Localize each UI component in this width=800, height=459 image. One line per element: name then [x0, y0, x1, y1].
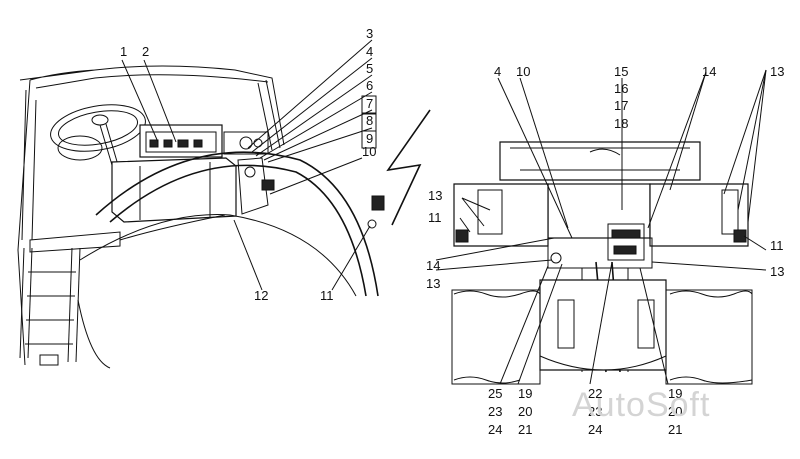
left-leader-lines — [121, 39, 373, 291]
callout-r-16: 16 — [614, 81, 628, 96]
callout-4: 4 — [366, 44, 373, 59]
callout-r-10: 10 — [516, 64, 530, 79]
callout-r-23b: 23 — [588, 404, 602, 419]
view-direction-arrow — [386, 109, 431, 226]
callout-r-23: 23 — [488, 404, 502, 419]
front-axle — [539, 279, 667, 371]
callout-1: 1 — [120, 44, 127, 59]
callout-r-20b: 20 — [668, 404, 682, 419]
cab-ladder — [19, 247, 81, 366]
callout-r-17: 17 — [614, 98, 628, 113]
cab-roof-inner — [35, 74, 269, 89]
callout-r-14-top: 14 — [702, 64, 716, 79]
left-view — [17, 39, 385, 369]
dashboard-panel — [139, 124, 269, 158]
callout-10: 10 — [362, 144, 376, 159]
callout-r-4: 4 — [494, 64, 501, 79]
callout-3: 3 — [366, 26, 373, 41]
watermark: AutoSoft — [572, 386, 711, 424]
front-fender — [29, 151, 379, 369]
callout-2: 2 — [142, 44, 149, 59]
callout-r-20: 20 — [518, 404, 532, 419]
callout-r-11-right: 11 — [770, 238, 784, 253]
callout-11: 11 — [320, 288, 334, 303]
callout-7: 7 — [366, 96, 373, 111]
right-view — [435, 69, 767, 385]
wheels — [451, 289, 753, 385]
callout-r-13-left: 13 — [428, 188, 442, 203]
callout-r-19b: 19 — [668, 386, 682, 401]
callout-r-21: 21 — [518, 422, 532, 437]
callout-r-21b: 21 — [668, 422, 682, 437]
side-fenders — [453, 183, 749, 247]
callout-9: 9 — [366, 131, 373, 146]
callout-r-13-left-low: 13 — [426, 276, 440, 291]
callout-r-14-left: 14 — [426, 258, 440, 273]
callout-r-24b: 24 — [588, 422, 602, 437]
callout-r-25: 25 — [488, 386, 502, 401]
callout-r-22: 22 — [588, 386, 602, 401]
callout-r-19: 19 — [518, 386, 532, 401]
callout-12: 12 — [254, 288, 268, 303]
side-lamp — [367, 195, 385, 229]
callout-r-13-right: 13 — [770, 264, 784, 279]
callout-5: 5 — [366, 61, 373, 76]
right-leader-lines — [435, 69, 767, 385]
callout-r-15: 15 — [614, 64, 628, 79]
steering-wheel — [50, 104, 146, 166]
left-callouts: 1 2 3 4 5 6 7 8 9 10 11 12 — [120, 26, 377, 303]
callout-r-11-left: 11 — [428, 210, 442, 225]
callout-r-18: 18 — [614, 116, 628, 131]
callout-8: 8 — [366, 113, 373, 128]
callout-6: 6 — [366, 78, 373, 93]
hood-front — [547, 183, 651, 239]
fuel-tank — [111, 157, 275, 223]
cab-outline — [17, 65, 285, 366]
callout-r-13-top: 13 — [770, 64, 784, 79]
callout-r-24: 24 — [488, 422, 502, 437]
right-callouts: 4 10 15 16 17 18 14 13 13 11 14 13 13 11… — [426, 64, 784, 437]
